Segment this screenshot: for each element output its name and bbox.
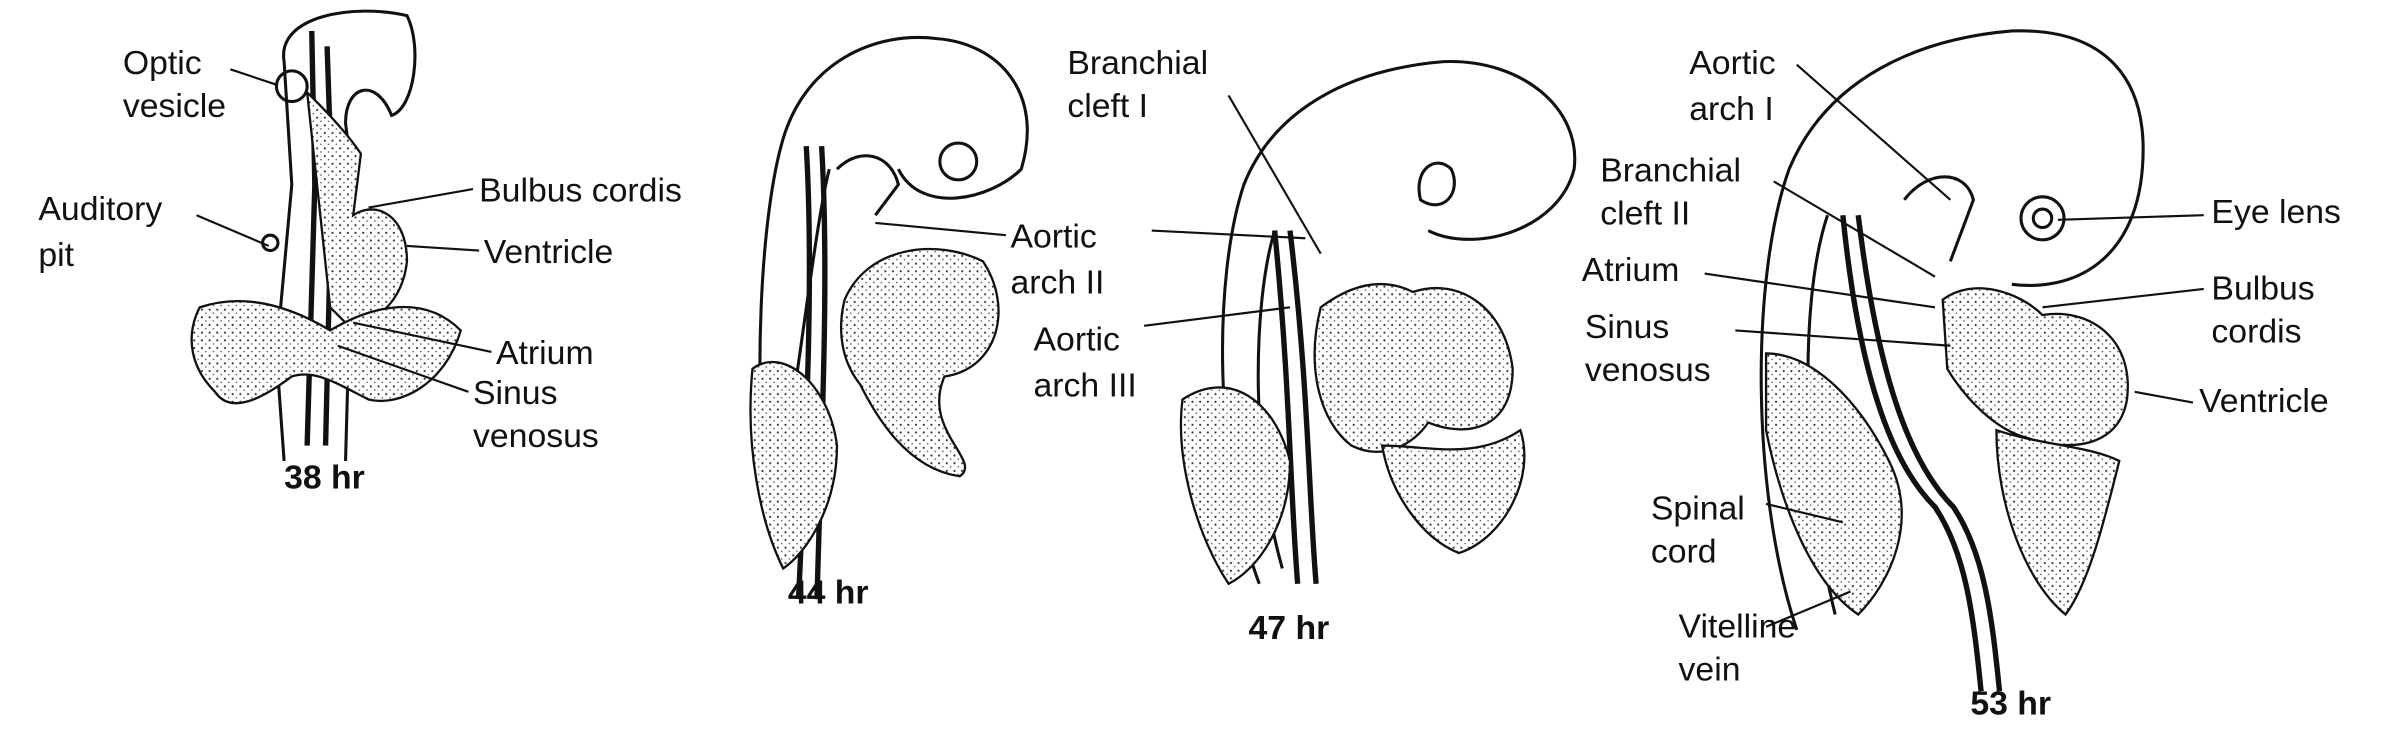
label-auditory-pit-2: pit — [38, 236, 74, 274]
label-ventricle-53: Ventricle — [2199, 382, 2329, 420]
label-bulbus-cordis: Bulbus cordis — [479, 171, 682, 209]
label-sinus-venosus-2: venosus — [473, 417, 599, 455]
label-optic-vesicle-2: vesicle — [123, 87, 226, 125]
label-aortic-arch-i-2: arch I — [1689, 90, 1773, 128]
label-bulbus-cordis-53-2: cordis — [2211, 313, 2301, 351]
embryo-38hr: 38 hr — [190, 9, 463, 497]
label-bulbus-cordis-53-1: Bulbus — [2211, 270, 2314, 308]
label-atrium-53: Atrium — [1582, 251, 1680, 289]
label-spinal-cord-1: Spinal — [1651, 489, 1745, 527]
label-aortic-arch-iii-1: Aortic — [1034, 320, 1120, 358]
label-auditory-pit-1: Auditory — [38, 190, 162, 228]
label-aortic-arch-iii-2: arch III — [1034, 366, 1137, 404]
label-ventricle: Ventricle — [484, 233, 614, 271]
stage-label-53hr: 53 hr — [1970, 684, 2051, 722]
stage-label-47hr: 47 hr — [1249, 609, 1330, 647]
label-branchial-cleft-ii-1: Branchial — [1600, 151, 1741, 189]
label-aortic-arch-ii-2: arch II — [1011, 264, 1105, 302]
label-aortic-arch-ii-1: Aortic — [1011, 217, 1097, 255]
stage-label-38hr: 38 hr — [284, 459, 365, 497]
leader-lines — [196, 63, 2204, 628]
label-eye-lens: Eye lens — [2211, 193, 2341, 231]
label-sinus-venosus-53-1: Sinus — [1585, 308, 1669, 346]
label-sinus-venosus-53-2: venosus — [1585, 351, 1711, 389]
label-branchial-cleft-i-1: Branchial — [1067, 44, 1208, 82]
label-optic-vesicle-1: Optic — [123, 44, 202, 82]
label-atrium: Atrium — [496, 334, 594, 372]
label-aortic-arch-i-1: Aortic — [1689, 44, 1775, 82]
label-spinal-cord-2: cord — [1651, 532, 1717, 570]
embryo-44hr: 44 hr — [749, 36, 1029, 612]
embryo-53hr: 53 hr — [1759, 29, 2145, 722]
label-branchial-cleft-i-2: cleft I — [1067, 87, 1148, 125]
embryo-47hr: 47 hr — [1179, 60, 1577, 647]
label-vitelline-vein-2: vein — [1679, 651, 1741, 689]
label-vitelline-vein-1: Vitelline — [1679, 608, 1797, 646]
label-sinus-venosus-1: Sinus — [473, 374, 557, 412]
label-branchial-cleft-ii-2: cleft II — [1600, 194, 1690, 232]
stage-label-44hr: 44 hr — [788, 574, 869, 612]
